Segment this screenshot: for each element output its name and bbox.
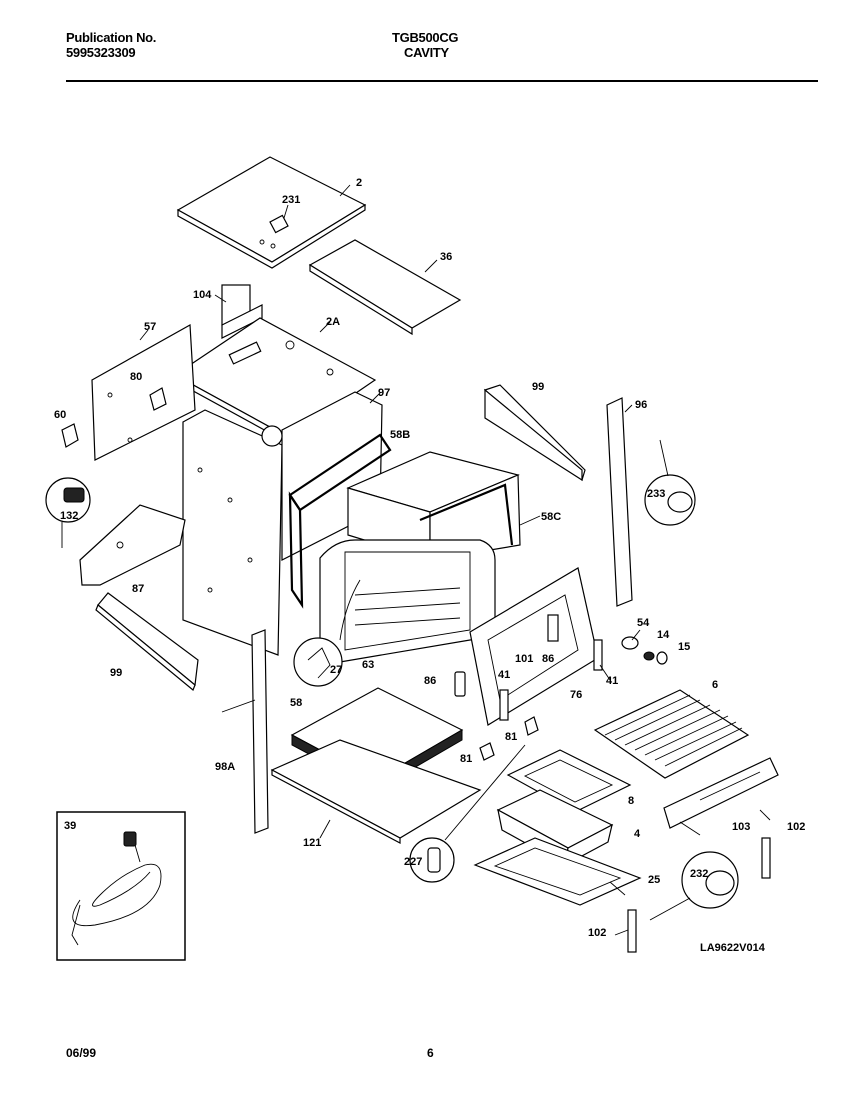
part-121-bottom-panel <box>270 739 482 844</box>
part-99-back-panel-right <box>483 384 586 482</box>
leader-lines <box>139 184 771 936</box>
diagram-code: LA9622V014 <box>700 942 766 954</box>
callout-54: 54 <box>637 617 650 629</box>
part-39-power-cord-inset <box>56 811 186 961</box>
footer-date: 06/99 <box>66 1046 97 1060</box>
callout-25: 25 <box>648 874 660 886</box>
part-96-rail <box>606 397 633 607</box>
model-number: TGB500CG <box>392 30 459 45</box>
callout-6: 6 <box>712 679 718 691</box>
part-102-brackets <box>627 837 771 953</box>
callout-233: 233 <box>647 488 665 500</box>
callout-87: 87 <box>132 583 144 595</box>
callout-58B: 58B <box>390 429 410 441</box>
part-99-lower-panel <box>95 592 199 691</box>
part-6-oven-rack <box>593 689 750 779</box>
callout-60: 60 <box>54 409 66 421</box>
part-63-oven-liner <box>319 539 496 663</box>
part-58B-gasket <box>288 433 392 609</box>
callout-96: 96 <box>635 399 647 411</box>
callout-102-lower: 102 <box>588 927 606 939</box>
callout-27: 27 <box>330 664 342 676</box>
publication-number: 5995323309 <box>66 45 136 60</box>
page-number: 6 <box>427 1046 434 1060</box>
callout-227: 227 <box>404 856 422 868</box>
callout-104: 104 <box>193 289 212 301</box>
callout-2: 2 <box>356 177 362 189</box>
callout-8: 8 <box>628 795 634 807</box>
publication-label: Publication No. <box>66 30 157 45</box>
callout-81-upper: 81 <box>505 731 517 743</box>
callout-41-right: 41 <box>606 675 618 687</box>
callout-labels: 2 231 36 104 2A 57 80 60 97 99 96 58B 58… <box>54 177 805 954</box>
callout-2A: 2A <box>326 316 340 328</box>
part-233-knob-callout <box>644 439 696 526</box>
callout-103: 103 <box>732 821 750 833</box>
part-103-drawer-front <box>663 757 779 829</box>
callout-57: 57 <box>144 321 156 333</box>
callout-132: 132 <box>60 510 78 522</box>
part-2-top-panel <box>176 156 367 269</box>
callout-86: 86 <box>542 653 554 665</box>
part-132-callout <box>45 477 91 548</box>
callout-86-left: 86 <box>424 675 436 687</box>
callout-58: 58 <box>290 697 302 709</box>
part-98A-rail <box>221 629 269 834</box>
part-86-hinge <box>454 671 466 697</box>
callout-14: 14 <box>657 629 670 641</box>
callout-99: 99 <box>532 381 544 393</box>
part-58C-insulation <box>346 451 521 561</box>
part-left-side-panel <box>182 409 283 656</box>
header-rule <box>66 80 818 82</box>
part-227-callout <box>409 744 526 883</box>
callout-58C: 58C <box>541 511 561 523</box>
part-104-bracket <box>221 284 263 339</box>
callout-121: 121 <box>303 837 321 849</box>
callout-76: 76 <box>570 689 582 701</box>
callout-97: 97 <box>378 387 390 399</box>
callout-102-upper: 102 <box>787 821 805 833</box>
part-87-bracket <box>79 504 186 586</box>
part-41-bracket <box>593 639 603 671</box>
callout-39: 39 <box>64 820 76 832</box>
callout-81-lower: 81 <box>460 753 472 765</box>
part-57-side-shield <box>91 324 196 461</box>
part-25-drawer-bottom <box>473 837 642 906</box>
callout-4: 4 <box>634 828 641 840</box>
callout-231: 231 <box>282 194 300 206</box>
callout-80: 80 <box>130 371 142 383</box>
callout-63: 63 <box>362 659 374 671</box>
part-36-rail <box>308 239 462 336</box>
part-81-clips <box>479 716 539 761</box>
part-27-callout <box>293 579 361 687</box>
part-80-clip <box>149 387 167 411</box>
callout-41: 41 <box>498 669 510 681</box>
part-232-knob-callout <box>649 851 739 921</box>
callout-232: 232 <box>690 868 708 880</box>
callout-36: 36 <box>440 251 452 263</box>
part-60-clip <box>61 423 79 448</box>
callout-101: 101 <box>515 653 533 665</box>
callout-15: 15 <box>678 641 690 653</box>
callout-99-lower: 99 <box>110 667 122 679</box>
part-54-14-15-hardware <box>621 636 668 665</box>
section-title: CAVITY <box>404 45 449 60</box>
callout-98A: 98A <box>215 761 235 773</box>
